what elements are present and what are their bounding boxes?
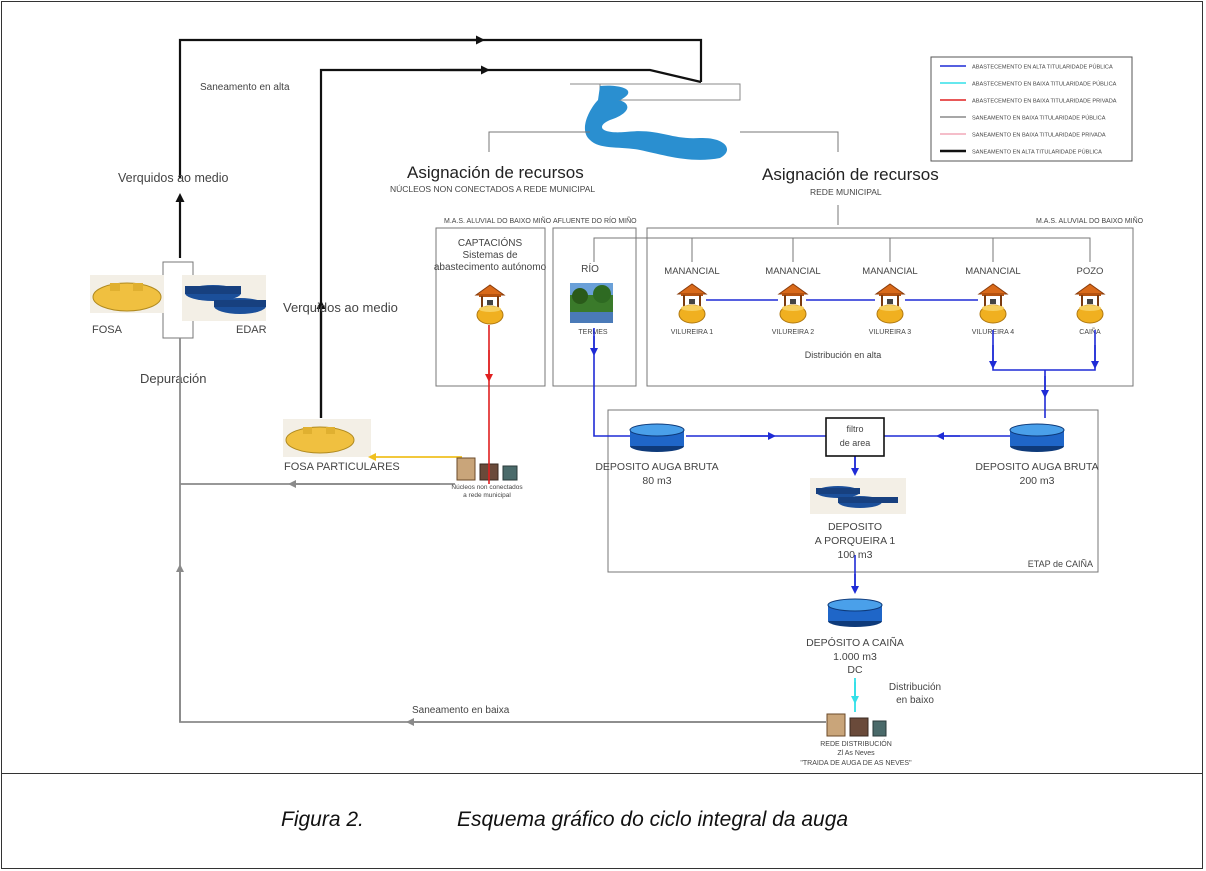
- filtro-label-1: filtro: [846, 424, 863, 434]
- rede-label-1: REDE DISTRIBUCIÓN: [820, 739, 892, 748]
- source-name-label: VILUREIRA 2: [772, 329, 815, 336]
- source-2: MANANCIAL VILUREIRA 2: [765, 266, 820, 336]
- rede-label-2: Zl As Neves: [837, 750, 875, 757]
- deposito-porqueira-icon: [810, 478, 906, 514]
- dep-caina-label-2: 1.000 m3: [833, 651, 877, 663]
- dep-bruta-right-label-1: DEPOSITO AUGA BRUTA: [975, 461, 1098, 473]
- source-1: MANANCIAL VILUREIRA 1: [664, 266, 719, 336]
- saneamento-baixa-label: Saneamento en baixa: [412, 705, 510, 716]
- caption-text: Esquema gráfico do ciclo integral da aug…: [457, 808, 849, 831]
- termes-river-photo: [570, 283, 613, 323]
- well-icon: [778, 283, 808, 324]
- source-5: POZO CAIÑA: [1075, 266, 1105, 336]
- water-cycle-diagram: ABASTECEMENTO EN ALTA TITULARIDADE PÚBLI…: [90, 35, 1144, 767]
- deposito-bruta-left-tank: [629, 423, 685, 453]
- nucleos-note-1: Núcleos non conectados: [451, 484, 523, 491]
- dep-porqueira-label-2: A PORQUEIRA 1: [815, 535, 896, 547]
- captacions-label-2: Sistemas de: [462, 250, 517, 261]
- well-icon: [875, 283, 905, 324]
- captacions-label-1: CAPTACIÓNS: [458, 236, 523, 249]
- edar-label: EDAR: [236, 324, 267, 336]
- legend-label: ABASTECEMENTO EN ALTA TITULARIDADE PÚBLI…: [972, 64, 1113, 71]
- asignacion-right-subtitle: REDE MUNICIPAL: [810, 187, 882, 197]
- legend-label: SANEAMENTO EN ALTA TITULARIDADE PÚBLICA: [972, 149, 1102, 156]
- nucleos-note-2: a rede municipal: [463, 492, 511, 499]
- legend-label: ABASTECEMENTO EN BAIXA TITULARIDADE PRIV…: [972, 99, 1117, 105]
- caption-label: Figura 2.: [281, 808, 364, 831]
- asignacion-right-title: Asignación de recursos: [762, 165, 939, 184]
- depuracion-label: Depuración: [140, 371, 207, 386]
- fosa-particulares-label: FOSA PARTICULARES: [284, 461, 400, 473]
- saneamento-alta-label: Saneamento en alta: [200, 82, 290, 93]
- source-name-label: CAIÑA: [1079, 327, 1101, 336]
- source-type-label: MANANCIAL: [765, 266, 820, 277]
- rio-label: RÍO: [581, 262, 599, 275]
- mas-left-label: M.A.S. ALUVIAL DO BAIXO MIÑO: [444, 216, 552, 225]
- mas-right-label: M.A.S. ALUVIAL DO BAIXO MIÑO: [1036, 216, 1144, 225]
- depuracion-block: [90, 261, 266, 339]
- source-name-label: VILUREIRA 3: [869, 329, 912, 336]
- source-type-label: POZO: [1077, 266, 1104, 277]
- sources-bracket: [593, 237, 1091, 262]
- dep-porqueira-label-1: DEPOSITO: [828, 521, 882, 533]
- asignacion-left-title: Asignación de recursos: [407, 163, 584, 182]
- rede-label-3: "TRAIDA DE AUGA DE AS NEVES": [800, 760, 912, 767]
- filtro-box: [825, 417, 885, 457]
- legend-label: ABASTECEMENTO EN BAIXA TITULARIDADE PÚBL…: [972, 81, 1117, 88]
- saneamento-baixa-lines: [176, 338, 826, 726]
- captacions-label-3: abastecimento autónomo: [434, 262, 547, 273]
- distrib-baixa-label-2: en baixo: [896, 695, 934, 706]
- dep-bruta-right-label-2: 200 m3: [1019, 475, 1054, 487]
- dep-caina-label-3: DC: [847, 664, 863, 676]
- filtro-label-2: de area: [840, 438, 871, 448]
- legend: ABASTECEMENTO EN ALTA TITULARIDADE PÚBLI…: [930, 56, 1133, 162]
- etap-label: ETAP de CAIÑA: [1028, 559, 1093, 569]
- deposito-caina-tank: [827, 598, 883, 628]
- source-3: MANANCIAL VILUREIRA 3: [862, 266, 917, 336]
- municipal-sources: MANANCIAL VILUREIRA 1 MANANCIAL VILUREIRA 2…: [664, 266, 1105, 336]
- region-boxes: [435, 227, 1134, 573]
- source-type-label: MANANCIAL: [965, 266, 1020, 277]
- distribucion-alta-label: Distribución en alta: [805, 350, 882, 360]
- asignacion-brackets: [488, 131, 839, 225]
- fosa-label: FOSA: [92, 324, 123, 336]
- well-icon: [1075, 283, 1105, 324]
- asignacion-left-subtitle: NÚCLEOS NON CONECTADOS A REDE MUNICIPAL: [390, 184, 595, 194]
- figure-caption: Figura 2. Esquema gráfico do ciclo integ…: [0, 808, 1206, 848]
- rede-houses-icon: [826, 713, 887, 737]
- fosa-particulares-icon: [283, 419, 371, 457]
- distrib-baixa-label-1: Distribución: [889, 682, 941, 693]
- captacions-well-icon: [475, 284, 505, 325]
- legend-label: SANEAMENTO EN BAIXA TITULARIDADE PRIVADA: [972, 133, 1106, 139]
- dep-bruta-left-label-2: 80 m3: [642, 475, 671, 487]
- saneamento-alta-lines: [175, 35, 703, 418]
- legend-label: SANEAMENTO EN BAIXA TITULARIDADE PÚBLICA: [972, 115, 1106, 122]
- deposito-bruta-right-tank: [1009, 423, 1065, 453]
- verquidos-label-center: Verquidos ao medio: [283, 300, 398, 315]
- source-type-label: MANANCIAL: [664, 266, 719, 277]
- dep-bruta-left-label-1: DEPOSITO AUGA BRUTA: [595, 461, 718, 473]
- dep-porqueira-label-3: 100 m3: [837, 549, 872, 561]
- termes-label: TERMES: [578, 329, 608, 336]
- caption-separator: [1, 773, 1203, 774]
- houses-icon: [456, 457, 518, 481]
- afluente-label: AFLUENTE DO RÍO MIÑO: [553, 216, 637, 225]
- abastecemento-alta-arrows: [590, 336, 1099, 594]
- well-icon: [677, 283, 707, 324]
- verquidos-label-left: Verquidos ao medio: [118, 171, 229, 185]
- well-icon: [978, 283, 1008, 324]
- river-image: [570, 83, 741, 160]
- source-name-label: VILUREIRA 1: [671, 329, 714, 336]
- source-type-label: MANANCIAL: [862, 266, 917, 277]
- dep-caina-label-1: DEPÓSITO A CAIÑA: [806, 636, 904, 649]
